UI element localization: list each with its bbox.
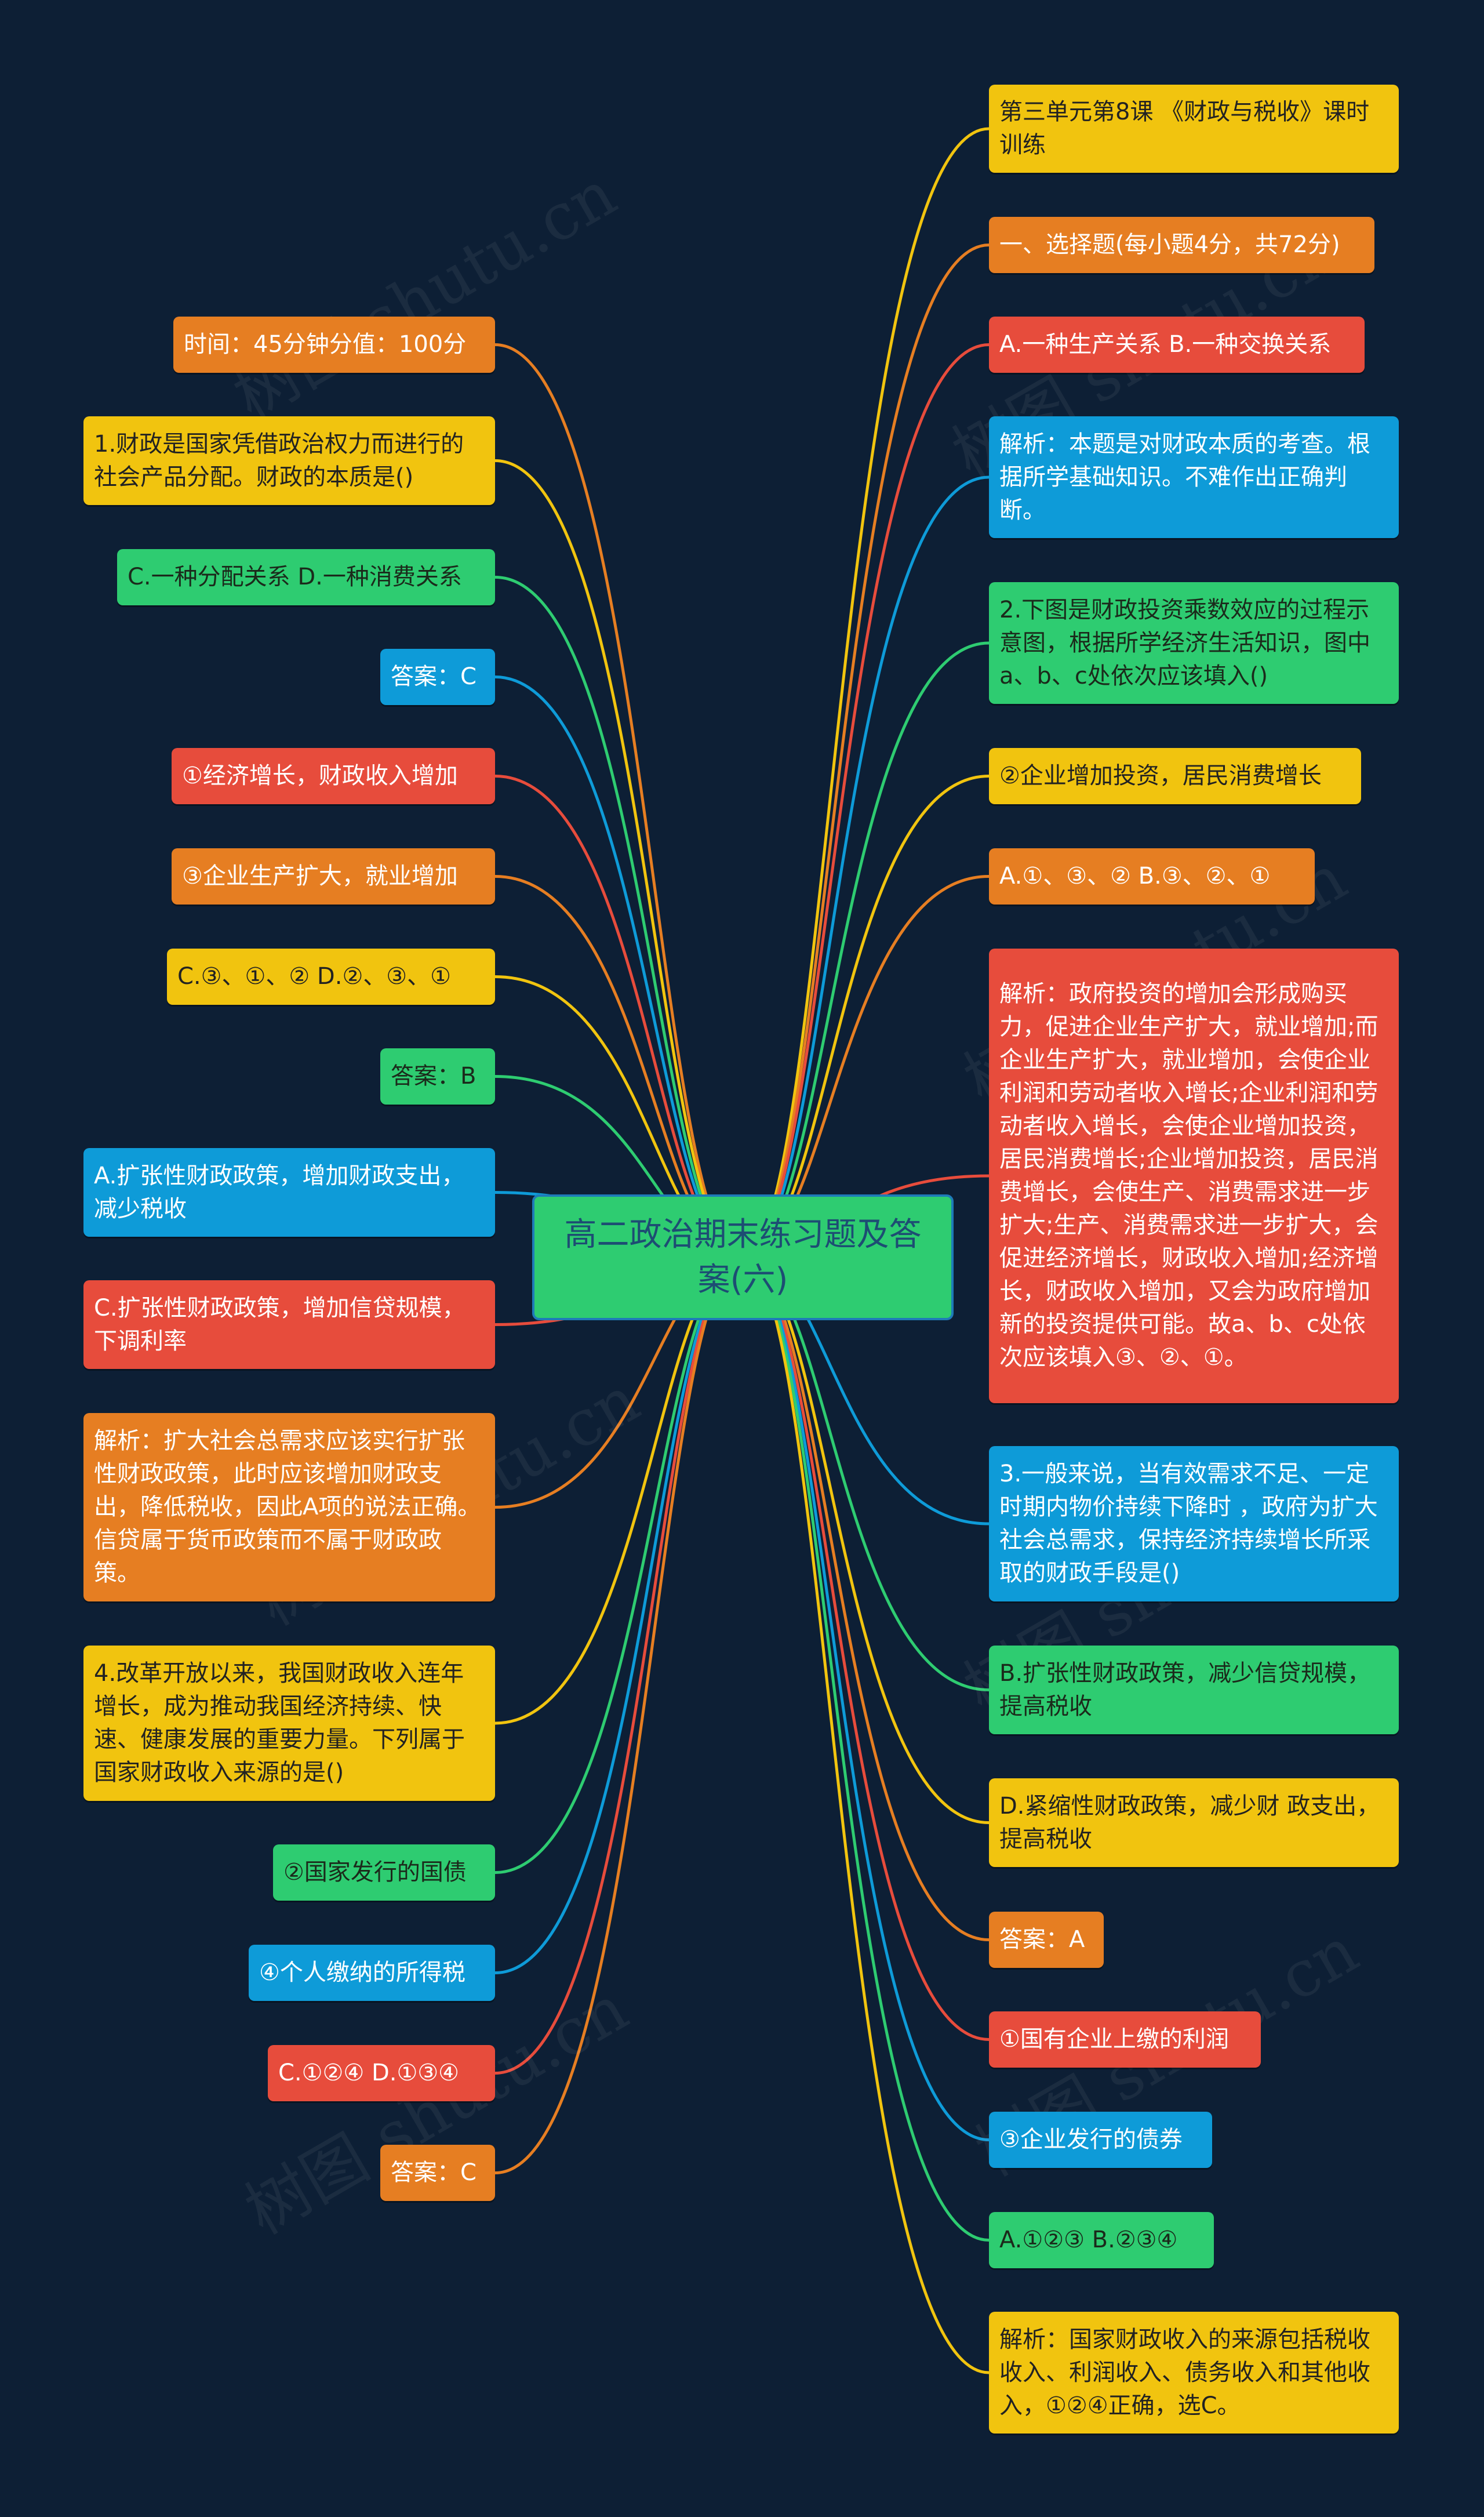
node-label: 时间：45分钟分值：100分 bbox=[184, 331, 467, 358]
left-node-6[interactable]: ③企业生产扩大，就业增加 bbox=[172, 848, 495, 905]
node-label: A.扩张性财政政策，增加财政支出，减少税收 bbox=[94, 1162, 465, 1222]
connector-line bbox=[494, 675, 743, 1259]
node-label: ③企业发行的债券 bbox=[999, 2126, 1183, 2153]
right-node-10[interactable]: B.扩张性财政政策，减少信贷规模，提高税收 bbox=[989, 1646, 1399, 1734]
left-node-16[interactable]: 答案：C bbox=[380, 2145, 495, 2201]
connector-line bbox=[742, 475, 990, 1259]
left-node-13[interactable]: ②国家发行的国债 bbox=[273, 1844, 495, 1901]
node-label: 4.改革开放以来，我国财政收入连年增长，成为推动我国经济持续、快速、健康发展的重… bbox=[94, 1660, 465, 1786]
node-label: C.③、①、② D.②、③、① bbox=[177, 963, 452, 990]
node-label: C.①②④ D.①③④ bbox=[278, 2060, 460, 2086]
node-label: 解析：扩大社会总需求应该实行扩张性财政政策，此时应该增加财政支出，降低税收，因此… bbox=[94, 1428, 481, 1586]
node-label: 解析：政府投资的增加会形成购买力，促进企业生产扩大，就业增加;而企业生产扩大，就… bbox=[999, 980, 1378, 1371]
connector-line bbox=[494, 1255, 743, 1874]
connector-line bbox=[742, 244, 990, 1259]
left-node-3[interactable]: C.一种分配关系 D.一种消费关系 bbox=[117, 549, 495, 605]
node-label: 解析：国家财政收入的来源包括税收收入、利润收入、债务收入和其他收入，①②④正确，… bbox=[999, 2326, 1370, 2419]
right-node-5[interactable]: 2.下图是财政投资乘数效应的过程示意图，根据所学经济生活知识，图中a、b、c处依… bbox=[989, 582, 1399, 704]
left-node-7[interactable]: C.③、①、② D.②、③、① bbox=[167, 949, 495, 1005]
node-label: ②企业增加投资，居民消费增长 bbox=[999, 762, 1322, 789]
left-node-12[interactable]: 4.改革开放以来，我国财政收入连年增长，成为推动我国经济持续、快速、健康发展的重… bbox=[83, 1646, 495, 1801]
node-label: C.扩张性财政政策，增加信贷规模，下调利率 bbox=[94, 1294, 465, 1354]
node-label: 答案：B bbox=[391, 1063, 477, 1089]
left-node-15[interactable]: C.①②④ D.①③④ bbox=[268, 2045, 495, 2101]
central-topic-label: 高二政治期末练习题及答案(六) bbox=[564, 1215, 922, 1299]
right-node-7[interactable]: A.①、③、② B.③、②、① bbox=[989, 848, 1315, 905]
left-node-1[interactable]: 时间：45分钟分值：100分 bbox=[173, 317, 495, 373]
right-node-12[interactable]: 答案：A bbox=[989, 1912, 1104, 1968]
connector-line bbox=[494, 576, 743, 1259]
connector-line bbox=[742, 1255, 990, 2242]
connector-line bbox=[742, 127, 990, 1259]
left-node-11[interactable]: 解析：扩大社会总需求应该实行扩张性财政政策，此时应该增加财政支出，降低税收，因此… bbox=[83, 1413, 495, 1601]
right-node-2[interactable]: 一、选择题(每小题4分，共72分) bbox=[989, 217, 1374, 273]
node-label: D.紧缩性财政政策，减少财 政支出，提高税收 bbox=[999, 1792, 1380, 1853]
connector-line bbox=[742, 343, 990, 1259]
right-node-3[interactable]: A.一种生产关系 B.一种交换关系 bbox=[989, 317, 1365, 373]
node-label: 3.一般来说，当有效需求不足、一定时期内物价持续下降时 ，政府为扩大社会总需求，… bbox=[999, 1461, 1378, 1586]
left-node-10[interactable]: C.扩张性财政政策，增加信贷规模，下调利率 bbox=[83, 1280, 495, 1369]
connector-line bbox=[742, 1255, 990, 2374]
node-label: 解析：本题是对财政本质的考查。根据所学基础知识。不难作出正确判断。 bbox=[999, 430, 1370, 524]
right-node-11[interactable]: D.紧缩性财政政策，减少财 政支出，提高税收 bbox=[989, 1778, 1399, 1867]
node-label: 第三单元第8课 《财政与税收》课时训练 bbox=[999, 99, 1370, 158]
right-node-6[interactable]: ②企业增加投资，居民消费增长 bbox=[989, 748, 1361, 804]
node-label: A.一种生产关系 B.一种交换关系 bbox=[999, 331, 1332, 358]
node-label: 2.下图是财政投资乘数效应的过程示意图，根据所学经济生活知识，图中a、b、c处依… bbox=[999, 596, 1370, 689]
central-topic[interactable]: 高二政治期末练习题及答案(六) bbox=[532, 1194, 954, 1320]
node-label: ①国有企业上缴的利润 bbox=[999, 2026, 1229, 2053]
right-node-13[interactable]: ①国有企业上缴的利润 bbox=[989, 2011, 1261, 2068]
node-label: C.一种分配关系 D.一种消费关系 bbox=[128, 564, 462, 590]
node-label: 一、选择题(每小题4分，共72分) bbox=[999, 231, 1340, 258]
right-node-16[interactable]: 解析：国家财政收入的来源包括税收收入、利润收入、债务收入和其他收入，①②④正确，… bbox=[989, 2312, 1399, 2434]
node-label: A.①②③ B.②③④ bbox=[999, 2227, 1178, 2253]
node-label: B.扩张性财政政策，减少信贷规模，提高税收 bbox=[999, 1659, 1371, 1720]
left-node-8[interactable]: 答案：B bbox=[380, 1048, 495, 1105]
node-label: ①经济增长，财政收入增加 bbox=[182, 762, 458, 789]
connector-line bbox=[742, 1255, 990, 1941]
left-node-5[interactable]: ①经济增长，财政收入增加 bbox=[172, 748, 495, 804]
right-node-1[interactable]: 第三单元第8课 《财政与税收》课时训练 bbox=[989, 85, 1399, 173]
left-node-9[interactable]: A.扩张性财政政策，增加财政支出，减少税收 bbox=[83, 1148, 495, 1237]
node-label: ④个人缴纳的所得税 bbox=[259, 1959, 465, 1986]
node-label: 答案：C bbox=[391, 2159, 477, 2186]
right-node-14[interactable]: ③企业发行的债券 bbox=[989, 2112, 1212, 2168]
left-node-4[interactable]: 答案：C bbox=[380, 649, 495, 705]
node-label: 答案：C bbox=[391, 663, 477, 690]
node-label: 答案：A bbox=[999, 1926, 1085, 1953]
left-node-14[interactable]: ④个人缴纳的所得税 bbox=[249, 1945, 495, 2001]
left-node-2[interactable]: 1.财政是国家凭借政治权力而进行的社会产品分配。财政的本质是() bbox=[83, 416, 495, 505]
node-label: ③企业生产扩大，就业增加 bbox=[182, 863, 458, 889]
right-node-8[interactable]: 解析：政府投资的增加会形成购买力，促进企业生产扩大，就业增加;而企业生产扩大，就… bbox=[989, 949, 1399, 1403]
node-label: A.①、③、② B.③、②、① bbox=[999, 863, 1271, 889]
right-node-15[interactable]: A.①②③ B.②③④ bbox=[989, 2212, 1214, 2268]
connector-line bbox=[494, 775, 743, 1259]
node-label: ②国家发行的国债 bbox=[283, 1859, 467, 1886]
right-node-9[interactable]: 3.一般来说，当有效需求不足、一定时期内物价持续下降时 ，政府为扩大社会总需求，… bbox=[989, 1446, 1399, 1601]
right-node-4[interactable]: 解析：本题是对财政本质的考查。根据所学基础知识。不难作出正确判断。 bbox=[989, 416, 1399, 538]
node-label: 1.财政是国家凭借政治权力而进行的社会产品分配。财政的本质是() bbox=[94, 430, 464, 491]
